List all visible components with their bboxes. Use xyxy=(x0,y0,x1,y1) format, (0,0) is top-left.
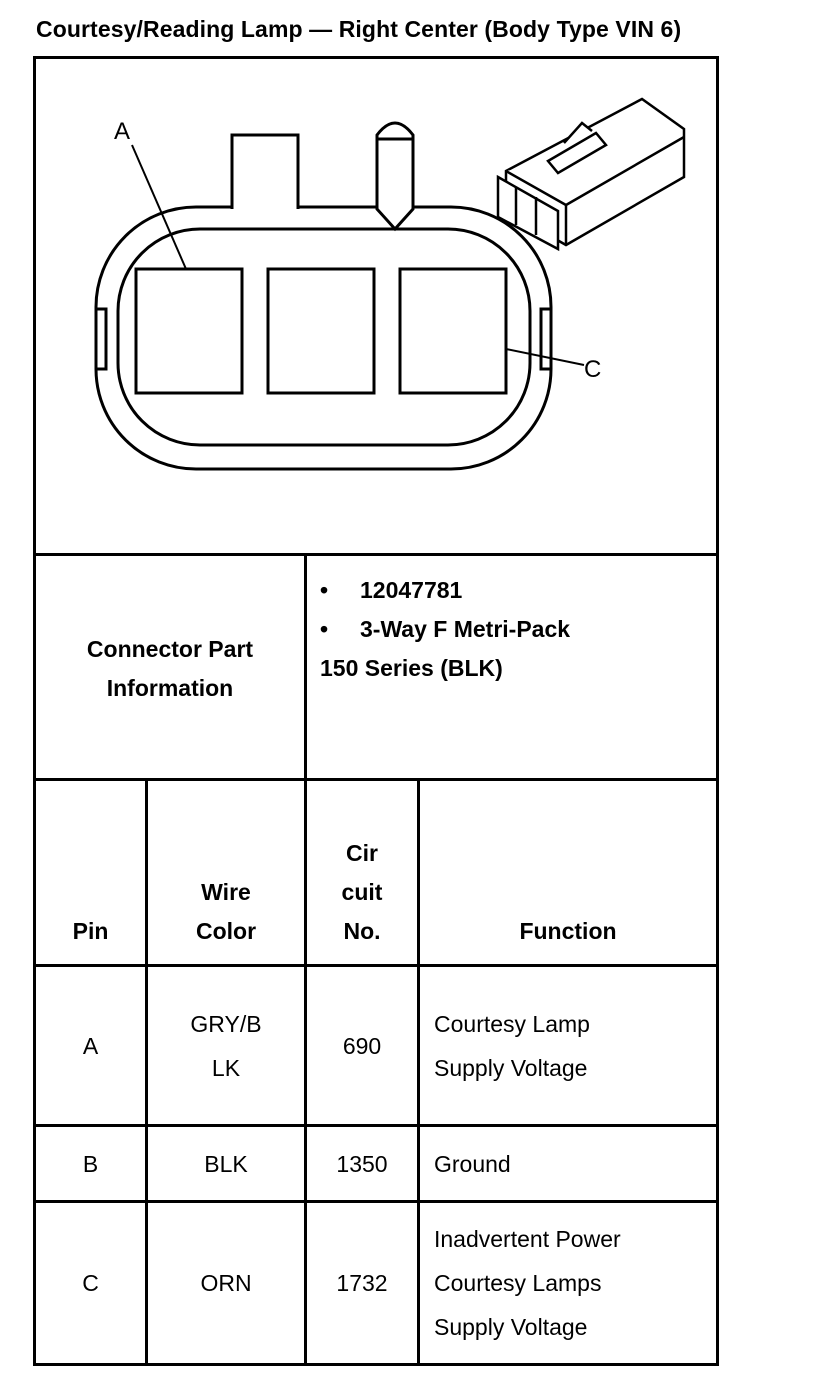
header-function: Function xyxy=(420,781,716,967)
connector-outer-shell xyxy=(94,205,553,471)
page-title: Courtesy/Reading Lamp — Right Center (Bo… xyxy=(36,16,682,42)
row-a-function-line1: Courtesy Lamp xyxy=(434,1010,590,1037)
connector-sheet: A C Connector Part Information • 12047781… xyxy=(33,56,719,1366)
table-row-b-function: Ground xyxy=(434,1150,511,1177)
table-row-a-function: Courtesy Lamp Supply Voltage xyxy=(420,967,716,1124)
cavity-b xyxy=(266,267,376,395)
connector-label-line2: Information xyxy=(106,674,234,701)
connector-thumbnail xyxy=(496,97,686,252)
divider-part-info xyxy=(304,553,307,1363)
header-circuit-line2: cuit xyxy=(341,879,383,905)
divider-diagram xyxy=(36,553,716,556)
connector-face-diagram: A C xyxy=(94,97,686,471)
square-key xyxy=(230,133,300,209)
divider-row-b xyxy=(36,1124,716,1127)
bullet: • xyxy=(320,616,329,642)
table-row-a-pin: A xyxy=(82,1032,99,1059)
row-c-function-line1: Inadvertent Power xyxy=(434,1226,621,1252)
header-circuit-line3: No. xyxy=(343,918,381,944)
table-row-c-circuit: 1732 xyxy=(336,1270,388,1296)
part-number: 12047781 xyxy=(360,577,463,603)
callout-a-leader xyxy=(131,144,187,270)
connector-part-details: • 12047781 • 3-Way F Metri-Pack 150 Series… xyxy=(320,571,570,688)
row-a-wire-line1: GRY/B xyxy=(190,1010,262,1037)
callout-c-leader xyxy=(505,348,585,366)
table-row-b-pin: B xyxy=(82,1150,99,1177)
header-circuit: Cir cuit No. xyxy=(307,781,417,967)
divider-circuit xyxy=(417,778,420,1363)
left-latch xyxy=(96,307,108,371)
bullet: • xyxy=(320,577,329,603)
connector-label-line1: Connector Part xyxy=(86,635,254,662)
row-a-wire-line2: LK xyxy=(211,1054,241,1081)
table-row-a-circuit: 690 xyxy=(342,1032,382,1059)
table-row-c-wire: ORN xyxy=(200,1270,252,1296)
header-circuit-line1: Cir xyxy=(346,840,378,866)
table-row-a-wire: GRY/B LK xyxy=(148,967,304,1124)
header-wire-line1: Wire xyxy=(201,879,251,905)
header-wire-line2: Color xyxy=(195,918,257,944)
divider-pin xyxy=(145,778,148,1363)
table-row-b-wire: BLK xyxy=(204,1150,248,1177)
cavity-c xyxy=(398,267,508,395)
row-a-function-line2: Supply Voltage xyxy=(434,1054,588,1081)
connector-inner-shell xyxy=(116,227,532,447)
divider-row-c xyxy=(36,1200,716,1203)
row-c-function-line3: Supply Voltage xyxy=(434,1314,588,1340)
part-description-line2: 150 Series (BLK) xyxy=(320,655,503,681)
table-row-b-circuit: 1350 xyxy=(336,1150,388,1177)
header-pin: Pin xyxy=(36,781,145,967)
cavity-a xyxy=(134,267,244,395)
header-wire-color: Wire Color xyxy=(148,781,304,967)
divider-row-a xyxy=(36,964,716,967)
header-pin-text: Pin xyxy=(72,918,109,944)
part-description-line1: 3-Way F Metri-Pack xyxy=(360,616,571,642)
table-row-c-pin: C xyxy=(82,1270,99,1296)
callout-c-label: C xyxy=(584,356,601,383)
connector-part-info-label: Connector Part Information xyxy=(36,556,304,781)
row-c-function-line2: Courtesy Lamps xyxy=(434,1270,602,1296)
divider-header xyxy=(36,778,716,781)
callout-a-label: A xyxy=(114,118,130,145)
right-latch xyxy=(539,307,551,371)
header-function-text: Function xyxy=(519,918,617,944)
table-row-c-function: Inadvertent Power Courtesy Lamps Supply … xyxy=(420,1203,716,1363)
pointed-key xyxy=(375,121,415,232)
